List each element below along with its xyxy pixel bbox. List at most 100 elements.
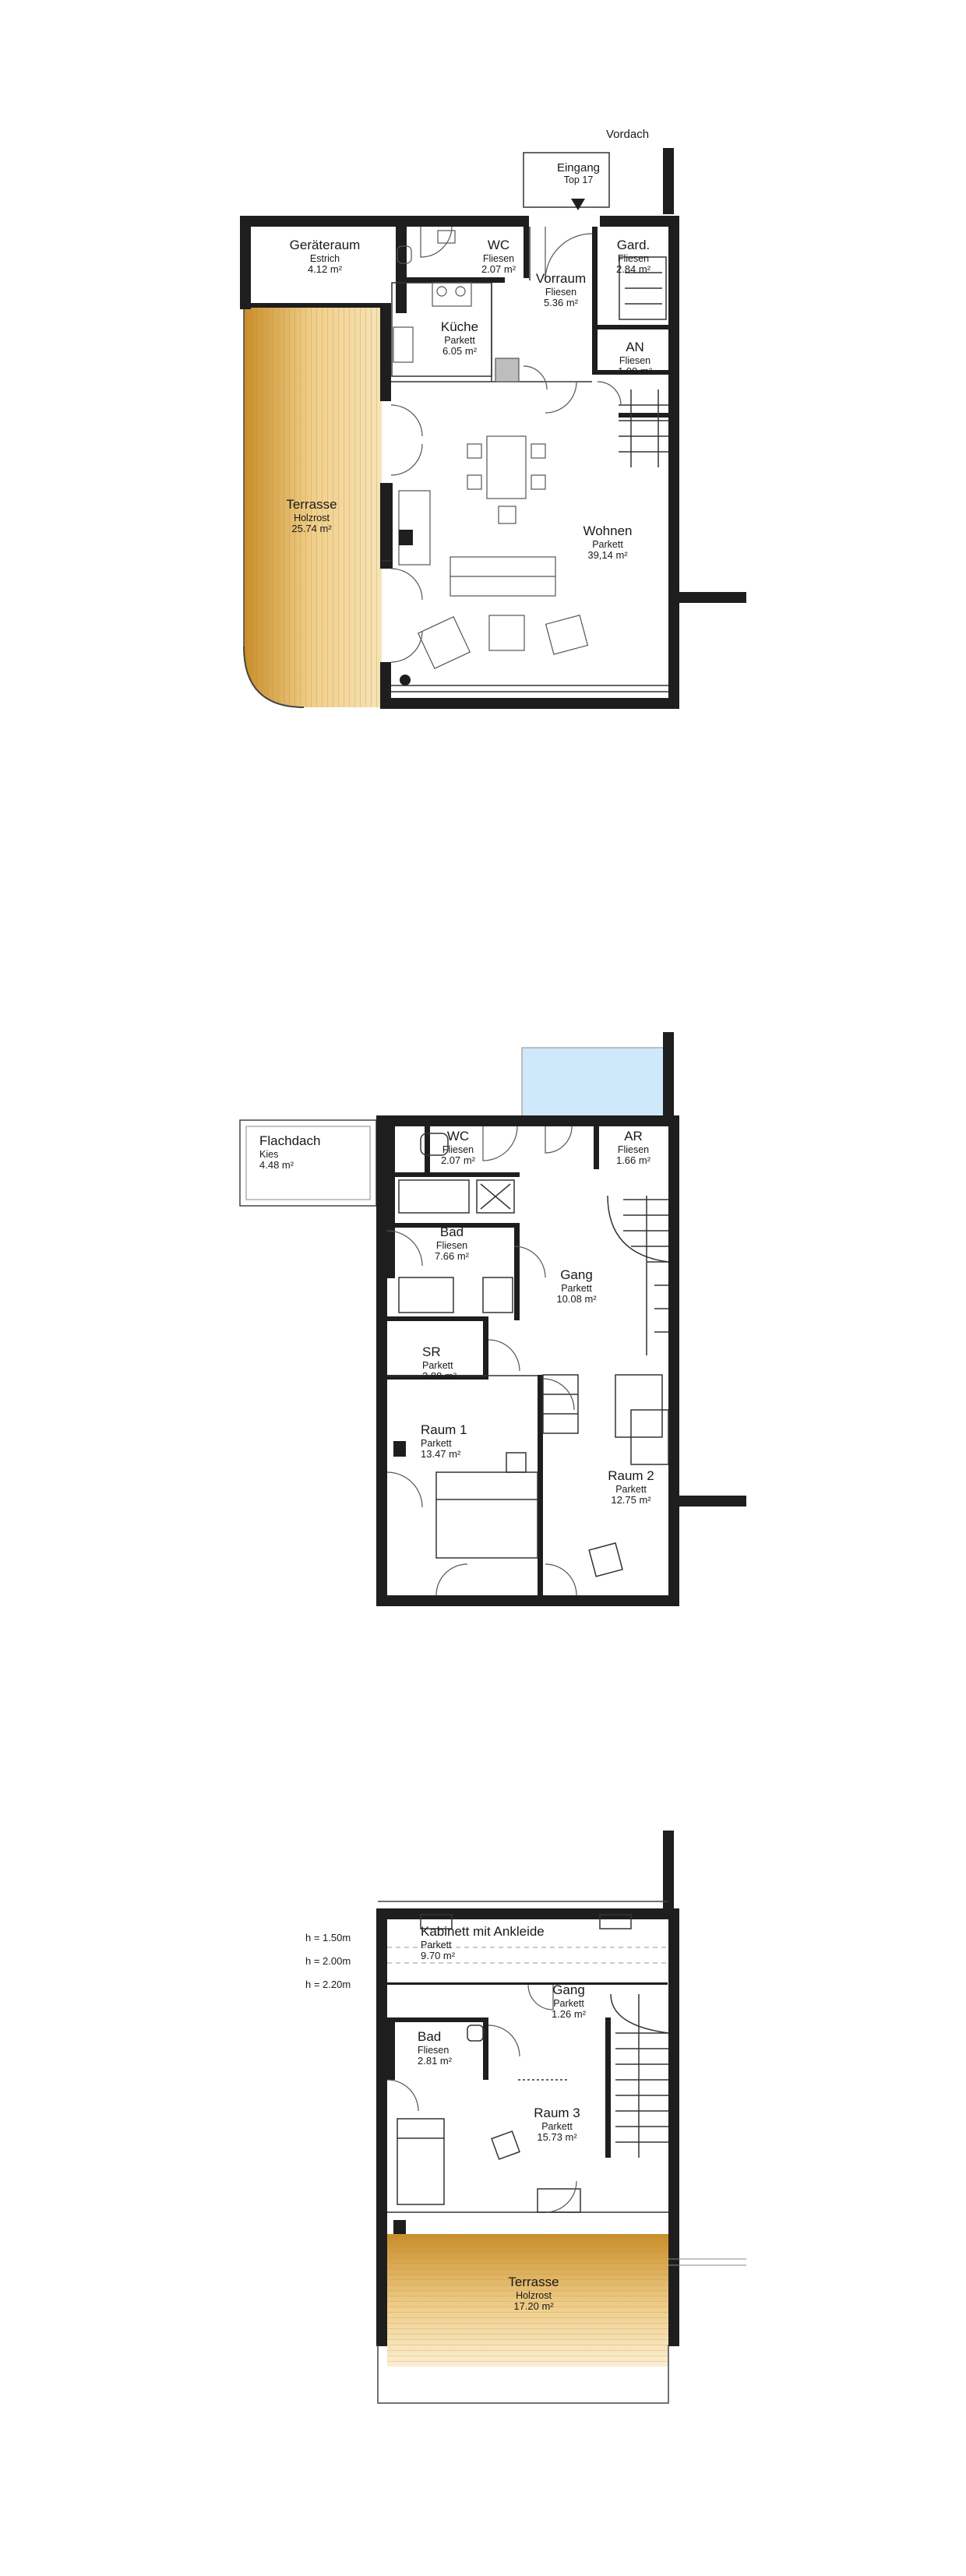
room-material: Holzrost: [294, 512, 330, 523]
room-area: 2.84 m²: [615, 263, 651, 275]
room-sr: SR Parkett 2.88 m²: [422, 1344, 485, 1383]
room-flachdach: Flachdach Kies 4.48 m²: [259, 1133, 368, 1172]
height-note-1: h = 1.50m: [305, 1932, 351, 1943]
room-material: Fliesen: [418, 2044, 450, 2056]
room-name: AN: [626, 340, 644, 354]
room-material: Parkett: [421, 1437, 452, 1449]
room-vorraum: Vorraum Fliesen 5.36 m²: [530, 271, 592, 309]
room-name: WC: [487, 238, 510, 252]
room-area: 15.73 m²: [537, 2130, 577, 2143]
room-name: Kabinett mit Ankleide: [421, 1924, 545, 1939]
floor-1: [240, 148, 746, 709]
room-area: 17.20 m²: [513, 2299, 554, 2312]
room-area: 1.00 m²: [617, 365, 653, 377]
room-bad-2: Bad Fliesen 7.66 m²: [421, 1225, 483, 1263]
room-area: 5.36 m²: [543, 296, 579, 308]
room-terrasse-1: Terrasse Holzrost 25.74 m²: [265, 497, 358, 535]
room-material: Fliesen: [619, 354, 651, 366]
room-raum-1: Raum 1 Parkett 13.47 m²: [421, 1422, 499, 1461]
walls-floor-2: [376, 1115, 746, 1606]
room-area: 2.81 m²: [418, 2054, 453, 2067]
room-area: 1.26 m²: [551, 2007, 587, 2020]
room-raum-2: Raum 2 Parkett 12.75 m²: [592, 1468, 670, 1506]
room-material: Parkett: [444, 334, 475, 346]
room-geraeteraum: Geräteraum Estrich 4.12 m²: [255, 238, 395, 276]
walls-floor-1: [240, 216, 746, 709]
room-material: Parkett: [553, 1997, 584, 2009]
room-area: 2.07 m²: [481, 263, 516, 275]
floor-3: [376, 1831, 746, 2404]
room-area: 2.07 m²: [440, 1154, 476, 1166]
room-name: Wohnen: [583, 523, 633, 538]
vordach-label: Vordach: [606, 128, 650, 141]
room-material: Parkett: [422, 1359, 453, 1371]
room-terrasse-3: Terrasse Holzrost 17.20 m²: [491, 2275, 576, 2313]
room-material: Parkett: [615, 1483, 647, 1495]
room-area: 2.88 m²: [422, 1369, 457, 1382]
room-material: Fliesen: [442, 1144, 474, 1155]
room-material: Fliesen: [482, 252, 515, 264]
room-garderobe: Gard. Fliesen 2.84 m²: [598, 238, 669, 276]
room-material: Fliesen: [435, 1239, 468, 1251]
room-name: Geräteraum: [289, 238, 361, 252]
height-note-3: h = 2.20m: [305, 1979, 351, 1990]
room-area: 1.66 m²: [615, 1154, 651, 1166]
room-gang-2: Gang Parkett 10.08 m²: [545, 1267, 608, 1306]
room-an: AN Fliesen 1.00 m²: [600, 340, 670, 378]
eingang-title: Eingang: [556, 161, 601, 174]
room-area: 9.70 m²: [421, 1949, 456, 1961]
room-material: Holzrost: [516, 2289, 552, 2301]
glass-balcony: [521, 1047, 665, 1119]
room-name: Flachdach: [259, 1133, 321, 1148]
room-area: 6.05 m²: [442, 344, 478, 357]
room-area: 7.66 m²: [434, 1249, 470, 1262]
room-name: Terrasse: [286, 497, 337, 512]
room-area: 39,14 m²: [587, 548, 628, 561]
room-name: Gang: [560, 1267, 593, 1282]
room-name: SR: [422, 1344, 441, 1359]
room-kabinett: Kabinett mit Ankleide Parkett 9.70 m²: [421, 1924, 623, 1962]
room-name: Gard.: [616, 238, 650, 252]
room-material: Fliesen: [545, 286, 577, 298]
room-area: 10.08 m²: [556, 1292, 597, 1305]
room-material: Parkett: [561, 1282, 592, 1294]
room-name: Vorraum: [535, 271, 587, 286]
room-name: Küche: [440, 319, 479, 334]
room-name: WC: [446, 1129, 470, 1144]
floor-2: [239, 1032, 746, 1606]
room-name: Raum 1: [421, 1422, 467, 1437]
room-name: Raum 2: [608, 1468, 654, 1483]
furniture-floor-1: [393, 230, 589, 670]
room-bad-3: Bad Fliesen 2.81 m²: [418, 2029, 480, 2067]
room-material: Parkett: [541, 2120, 573, 2132]
room-area: 4.48 m²: [259, 1158, 294, 1171]
room-raum-3: Raum 3 Parkett 15.73 m²: [518, 2106, 596, 2144]
room-area: 25.74 m²: [291, 522, 332, 534]
entrance-arrow: [571, 199, 585, 210]
room-material: Parkett: [592, 538, 623, 550]
room-material: Fliesen: [617, 1144, 650, 1155]
eingang-label: Eingang Top 17: [545, 161, 612, 186]
eingang-top: Top 17: [563, 174, 594, 186]
height-note-2: h = 2.00m: [305, 1955, 351, 1967]
room-material: Parkett: [421, 1939, 452, 1951]
room-wc-1: WC Fliesen 2.07 m²: [467, 238, 530, 276]
room-name: AR: [624, 1129, 643, 1144]
room-area: 12.75 m²: [611, 1493, 651, 1506]
room-name: Bad: [439, 1225, 464, 1239]
room-area: 4.12 m²: [307, 263, 343, 275]
room-name: Gang: [552, 1982, 585, 1997]
room-wohnen: Wohnen Parkett 39,14 m²: [569, 523, 647, 562]
room-material: Fliesen: [617, 252, 650, 264]
room-wc-2: WC Fliesen 2.07 m²: [427, 1129, 489, 1167]
room-area: 13.47 m²: [421, 1447, 461, 1460]
room-material: Kies: [259, 1148, 279, 1160]
room-material: Estrich: [309, 252, 340, 264]
room-name: Bad: [418, 2029, 442, 2044]
room-kueche: Küche Parkett 6.05 m²: [421, 319, 499, 358]
room-ar: AR Fliesen 1.66 m²: [598, 1129, 668, 1167]
room-name: Raum 3: [534, 2106, 580, 2120]
room-gang-3: Gang Parkett 1.26 m²: [538, 1982, 600, 2021]
room-name: Terrasse: [508, 2275, 559, 2289]
